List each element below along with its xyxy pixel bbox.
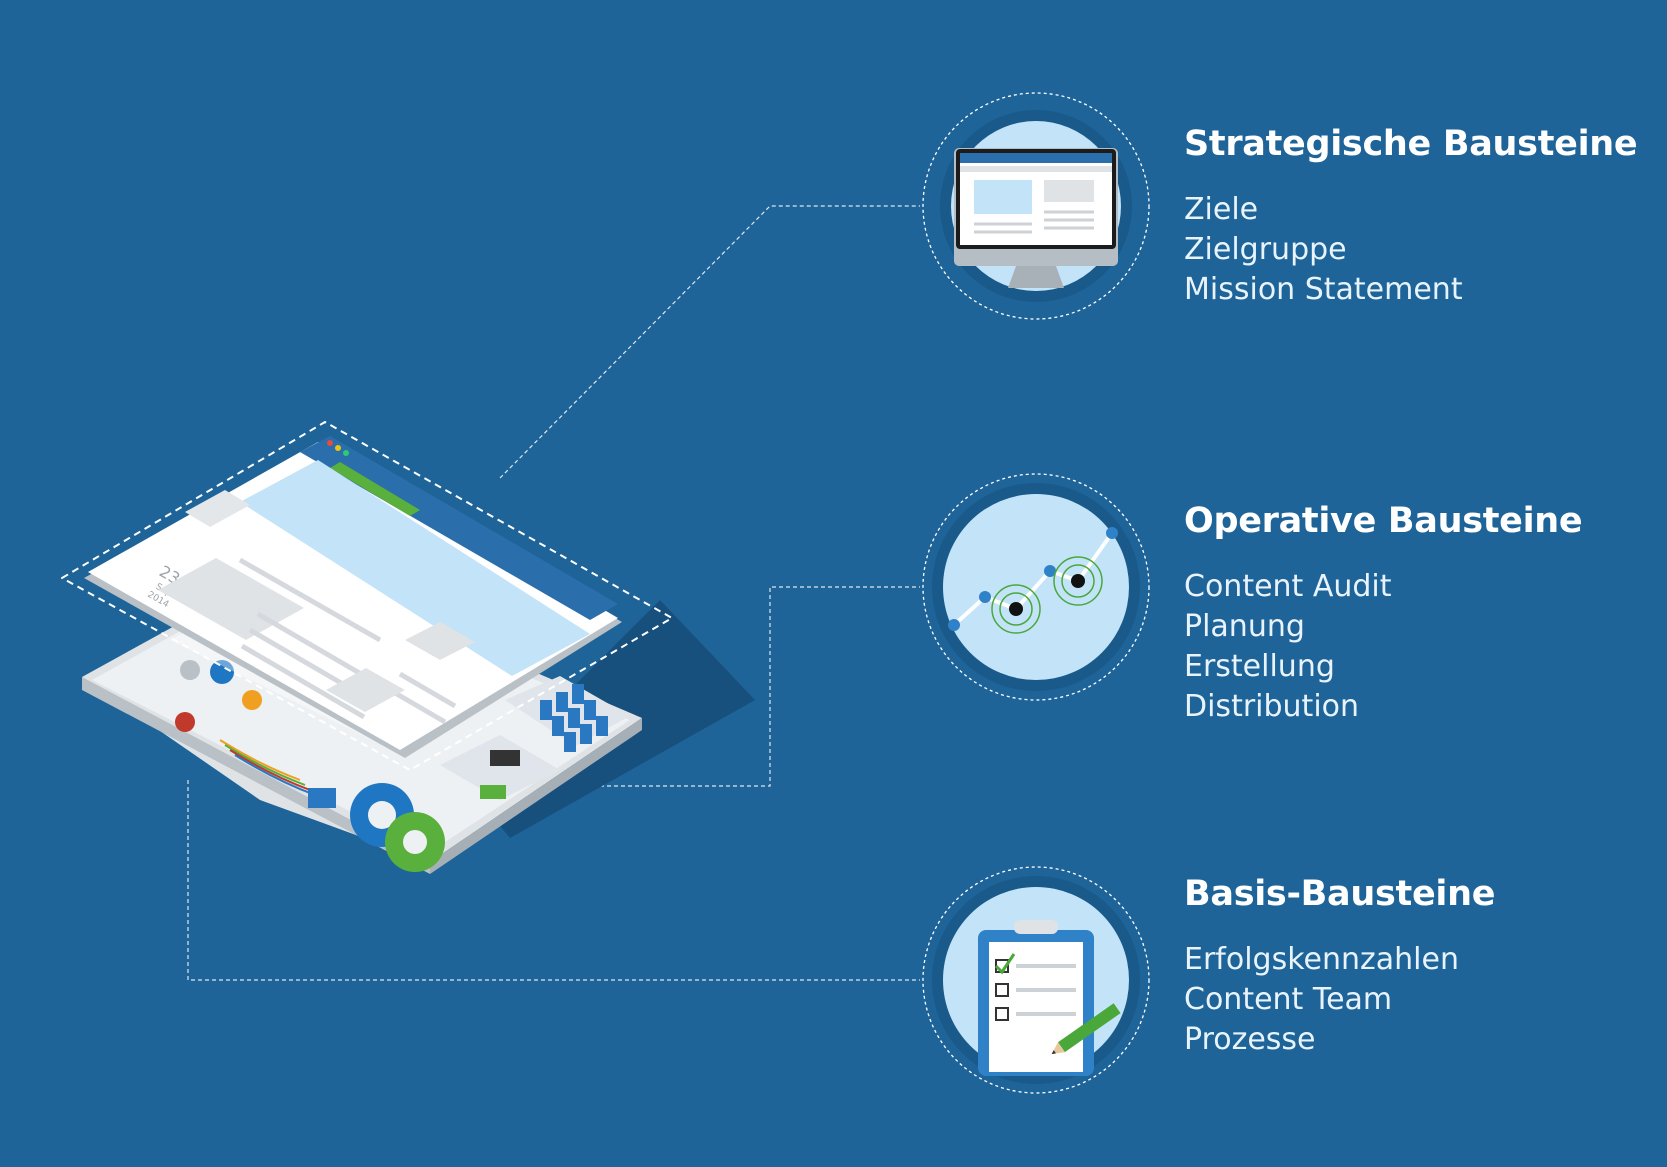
list-item: Erfolgskennzahlen: [1184, 942, 1459, 977]
section-title-operative: Operative Bausteine: [1184, 501, 1583, 541]
connector-basis: [187, 780, 920, 981]
section-strategic: Strategische Bausteine Ziele Zielgruppe …: [1184, 124, 1638, 310]
gears-decoration: [175, 660, 445, 872]
list-item: Mission Statement: [1184, 272, 1463, 307]
list-item: Planung: [1184, 609, 1305, 644]
list-item: Zielgruppe: [1184, 232, 1347, 267]
section-list-operative: Content Audit Planung Erstellung Distrib…: [1184, 567, 1582, 727]
section-list-strategic: Ziele Zielgruppe Mission Statement: [1184, 190, 1637, 310]
list-item: Prozesse: [1184, 1022, 1316, 1057]
list-item: Content Team: [1184, 982, 1393, 1017]
connector-lines: [187, 205, 920, 981]
top-layer-webpage: 23 Sep 2014: [61, 421, 673, 771]
list-item: Erstellung: [1184, 649, 1335, 684]
line-chart-target-icon: [922, 473, 1150, 701]
connector-strategic: [499, 205, 920, 479]
list-item: Distribution: [1184, 689, 1360, 724]
section-list-basis: Erfolgskennzahlen Content Team Prozesse: [1184, 940, 1495, 1060]
clipboard-checklist-icon: [922, 866, 1150, 1094]
list-item: Ziele: [1184, 192, 1259, 227]
section-title-basis: Basis-Bausteine: [1184, 874, 1496, 914]
isometric-website-illustration: 23 Sep 2014: [61, 421, 755, 874]
monitor-icon: [922, 92, 1150, 320]
list-item: Content Audit: [1184, 569, 1392, 604]
section-operative: Operative Bausteine Content Audit Planun…: [1184, 501, 1583, 727]
section-basis: Basis-Bausteine Erfolgskennzahlen Conten…: [1184, 874, 1495, 1060]
connector-operative: [572, 586, 920, 787]
section-title-strategic: Strategische Bausteine: [1184, 124, 1638, 164]
